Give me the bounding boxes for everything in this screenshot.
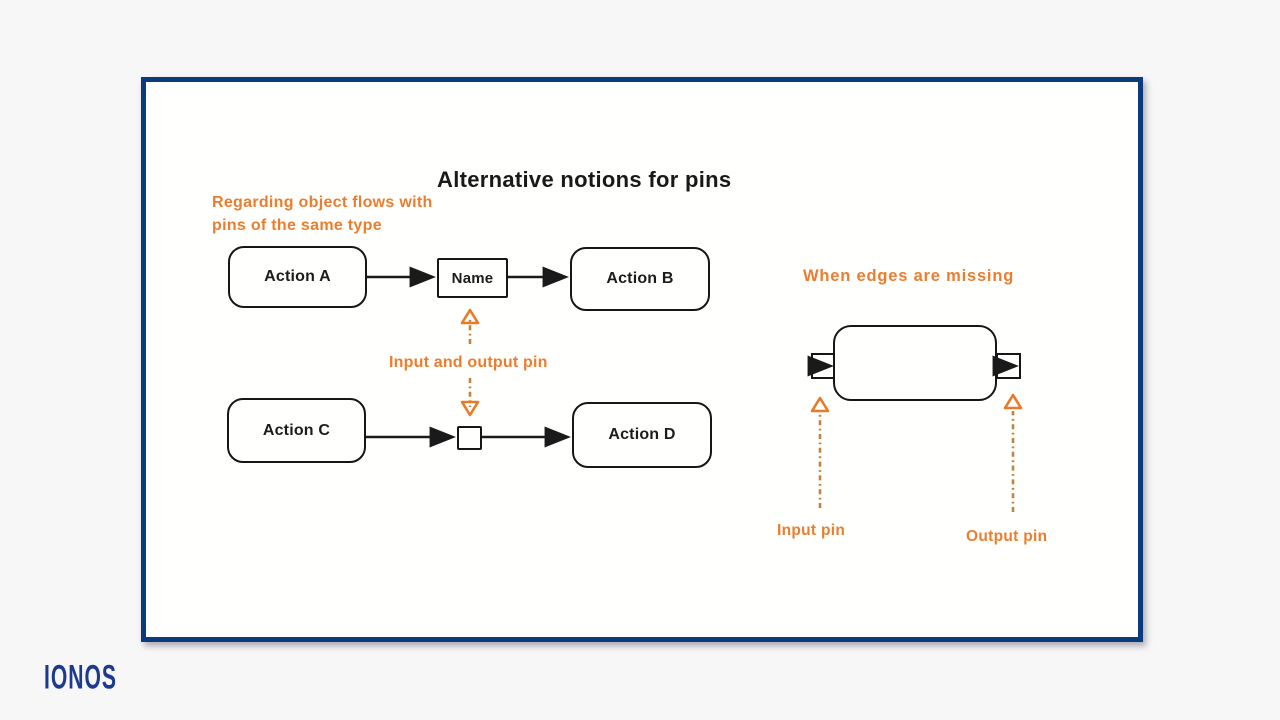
slide-frame: Alternative notions for pins Regarding o… (141, 77, 1143, 642)
blank-action-node (833, 325, 997, 401)
dashed-pointer-to-name-pin-head (460, 308, 480, 325)
dashed-pointer-output-pin-head (1003, 393, 1023, 410)
object-node-name: Name (437, 258, 508, 298)
left-caption-line1: Regarding object flows with (212, 194, 433, 211)
action-node-a: Action A (228, 246, 367, 308)
input-pin-label: Input pin (777, 522, 846, 539)
annotation-input-output-pin: Input and output pin (389, 354, 548, 371)
pin-square-node (457, 426, 482, 450)
dashed-pointer-input-pin-head (810, 396, 830, 413)
dashed-pointer-to-square-pin-head (460, 400, 480, 417)
output-pin-square (996, 353, 1021, 379)
input-pin-square (811, 353, 835, 379)
left-section-caption: Regarding object flows with pins of the … (212, 191, 433, 237)
output-pin-label: Output pin (966, 528, 1048, 545)
action-node-b: Action B (570, 247, 710, 311)
action-node-c: Action C (227, 398, 366, 463)
diagram-title: Alternative notions for pins (437, 167, 732, 192)
action-node-d: Action D (572, 402, 712, 468)
left-caption-line2: pins of the same type (212, 217, 382, 234)
ionos-logo: IONOS (44, 657, 118, 697)
right-section-caption: When edges are missing (803, 267, 1015, 285)
